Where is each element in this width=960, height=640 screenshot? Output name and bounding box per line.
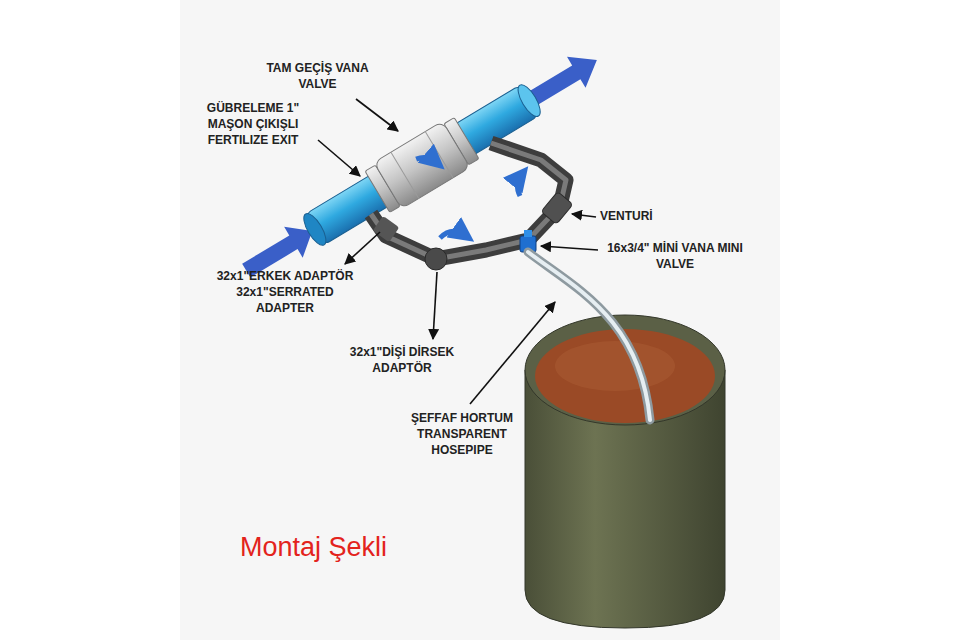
callout-label: VENTURİ <box>600 208 690 224</box>
callout-label: GÜBRELEME 1" MAŞON ÇIKIŞLI FERTILIZE EXI… <box>188 100 318 149</box>
loop-pipe <box>371 143 566 259</box>
pipe-end <box>300 210 331 248</box>
valve-seam <box>425 132 453 178</box>
flow-hint <box>416 151 437 171</box>
callout-label: 16x3/4" MİNİ VANA MINI VALVE <box>600 240 750 272</box>
caption: Montaj Şekli <box>240 532 387 563</box>
callout-label: ŞEFFAF HORTUM TRANSPARENT HOSEPIPE <box>405 410 519 459</box>
callout-label: TAM GEÇİŞ VANA VALVE <box>255 60 380 92</box>
serrated-adapter <box>373 216 400 242</box>
callout-label: 32x1"DİŞİ DİRSEK ADAPTÖR <box>345 344 459 376</box>
liquid-shine <box>555 341 675 391</box>
callout-label: 32x1"ERKEK ADAPTÖR 32x1"SERRATED ADAPTER <box>210 268 360 317</box>
leader-arrow <box>541 246 598 250</box>
tank-rim <box>525 315 725 425</box>
leader-arrow <box>345 232 380 264</box>
leader-lines <box>318 99 598 404</box>
flow-hint <box>517 174 522 196</box>
venturi-loop <box>371 143 573 270</box>
hose <box>528 252 650 420</box>
venturi-body <box>541 192 573 225</box>
pipe-end <box>514 82 545 120</box>
leader-arrow <box>433 272 437 339</box>
valve-body <box>374 121 470 208</box>
pipe-body <box>306 85 539 245</box>
flow-hint <box>440 231 466 238</box>
valve-seam <box>391 152 419 198</box>
leader-arrow <box>356 99 398 131</box>
mini-valve-knob <box>524 230 532 237</box>
leader-arrow <box>572 214 596 217</box>
hose-highlight <box>528 252 650 420</box>
leader-arrow <box>318 140 360 176</box>
fertilizer-tank <box>525 315 725 628</box>
loop-highlight <box>371 143 566 259</box>
elbow-adapter <box>425 248 447 270</box>
leader-arrow <box>470 302 555 404</box>
main-line <box>232 37 610 294</box>
background-panel <box>180 0 780 640</box>
